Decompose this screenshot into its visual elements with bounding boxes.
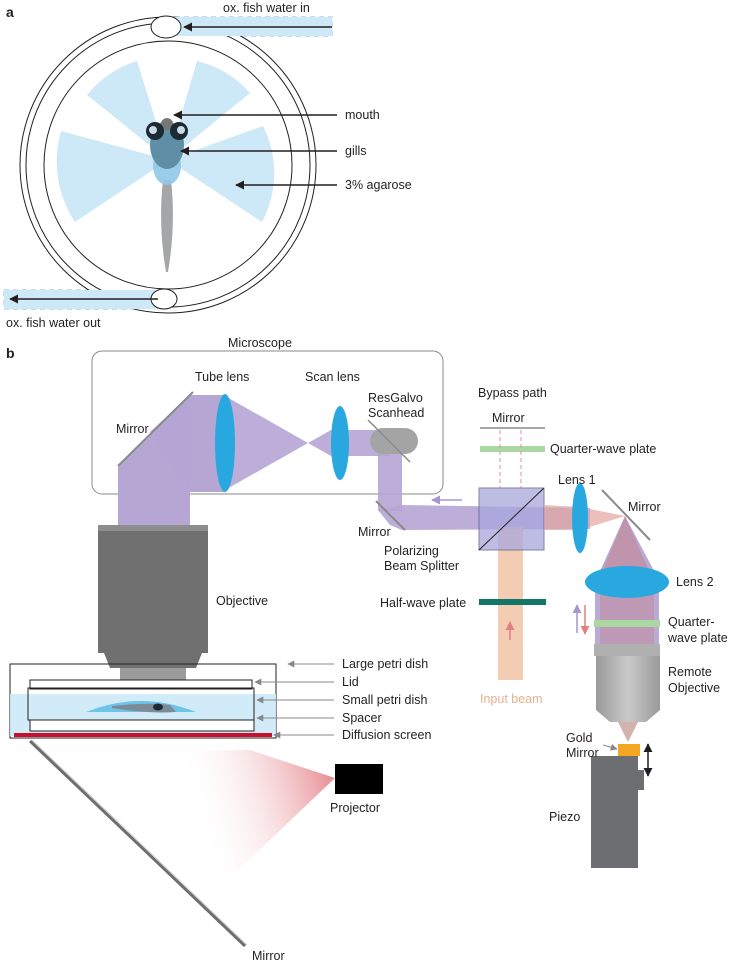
scanhead-mirror	[367, 419, 411, 463]
label-gills: gills	[345, 144, 367, 158]
label-qwp-2: wave plate	[667, 631, 728, 645]
label-quarter-wave-top: Quarter-wave plate	[550, 442, 656, 456]
label-scan-lens: Scan lens	[305, 370, 360, 384]
pbs-diagonal	[478, 487, 545, 551]
beam-to-lens2-overlay	[598, 516, 654, 582]
label-lid: Lid	[342, 675, 359, 689]
label-remote-2: Objective	[668, 681, 720, 695]
projector	[335, 764, 383, 794]
label-lens-1: Lens 1	[558, 473, 596, 487]
mirror-bottom	[28, 739, 247, 948]
label-mirror-right: Mirror	[628, 500, 661, 514]
label-water-in: ox. fish water in	[223, 1, 310, 15]
piezo-bracket	[634, 770, 644, 790]
tube-lens	[215, 394, 235, 492]
label-mirror-mid: Mirror	[358, 525, 391, 539]
main-objective	[98, 525, 208, 688]
microscope-box	[91, 350, 444, 495]
label-large-petri: Large petri dish	[342, 657, 428, 671]
piezo	[591, 756, 638, 868]
label-agarose: 3% agarose	[345, 178, 412, 192]
zebrafish-larva	[146, 118, 188, 272]
lens-2	[585, 566, 669, 598]
label-half-wave: Half-wave plate	[380, 596, 466, 610]
panel-b-letter: b	[6, 345, 15, 361]
label-mouth: mouth	[345, 108, 380, 122]
half-wave-plate	[479, 599, 546, 605]
mirror-top	[117, 391, 194, 467]
label-scanhead-1: ResGalvo	[368, 391, 423, 405]
label-bypass-mirror: Mirror	[492, 411, 525, 425]
gold-mirror-pointer	[602, 743, 618, 751]
water-inlet	[150, 15, 182, 39]
mirror-bottom-highlight	[31, 739, 248, 946]
label-projector: Projector	[330, 801, 380, 815]
label-bypass-path: Bypass path	[478, 386, 547, 400]
quarter-wave-plate-right	[594, 620, 660, 627]
label-scanhead-2: Scanhead	[368, 406, 424, 420]
label-qwp-1: Quarter-	[668, 615, 715, 629]
label-pbs-2: Beam Splitter	[384, 559, 459, 573]
label-mirror-top: Mirror	[116, 422, 149, 436]
label-small-petri: Small petri dish	[342, 693, 427, 707]
gold-mirror	[618, 744, 640, 756]
label-mirror-bottom: Mirror	[252, 949, 285, 963]
scan-lens	[331, 406, 349, 480]
sample-dish-stack	[9, 663, 277, 739]
mirror-mid	[375, 500, 406, 531]
mirror-right	[601, 489, 651, 541]
lens-1	[572, 483, 588, 553]
projector-light	[80, 750, 335, 892]
beam-to-lens2	[595, 516, 660, 582]
remote-objective	[594, 644, 660, 742]
label-diffusion: Diffusion screen	[342, 728, 431, 742]
label-gold-2: Mirror	[566, 746, 599, 760]
resgalvo-scanhead	[370, 428, 418, 454]
label-gold-1: Gold	[566, 731, 592, 745]
label-lens-2: Lens 2	[676, 575, 714, 589]
label-microscope: Microscope	[228, 336, 292, 350]
label-objective: Objective	[216, 594, 268, 608]
label-remote-1: Remote	[668, 665, 712, 679]
panel-a-letter: a	[6, 4, 14, 20]
quarter-wave-plate-top	[480, 446, 545, 452]
label-piezo: Piezo	[549, 810, 580, 824]
label-tube-lens: Tube lens	[195, 370, 249, 384]
label-pbs-1: Polarizing	[384, 544, 439, 558]
petri-dish-diagram	[3, 15, 337, 314]
label-input-beam: Input beam	[480, 692, 543, 706]
label-spacer: Spacer	[342, 711, 382, 725]
label-water-out: ox. fish water out	[6, 316, 101, 330]
